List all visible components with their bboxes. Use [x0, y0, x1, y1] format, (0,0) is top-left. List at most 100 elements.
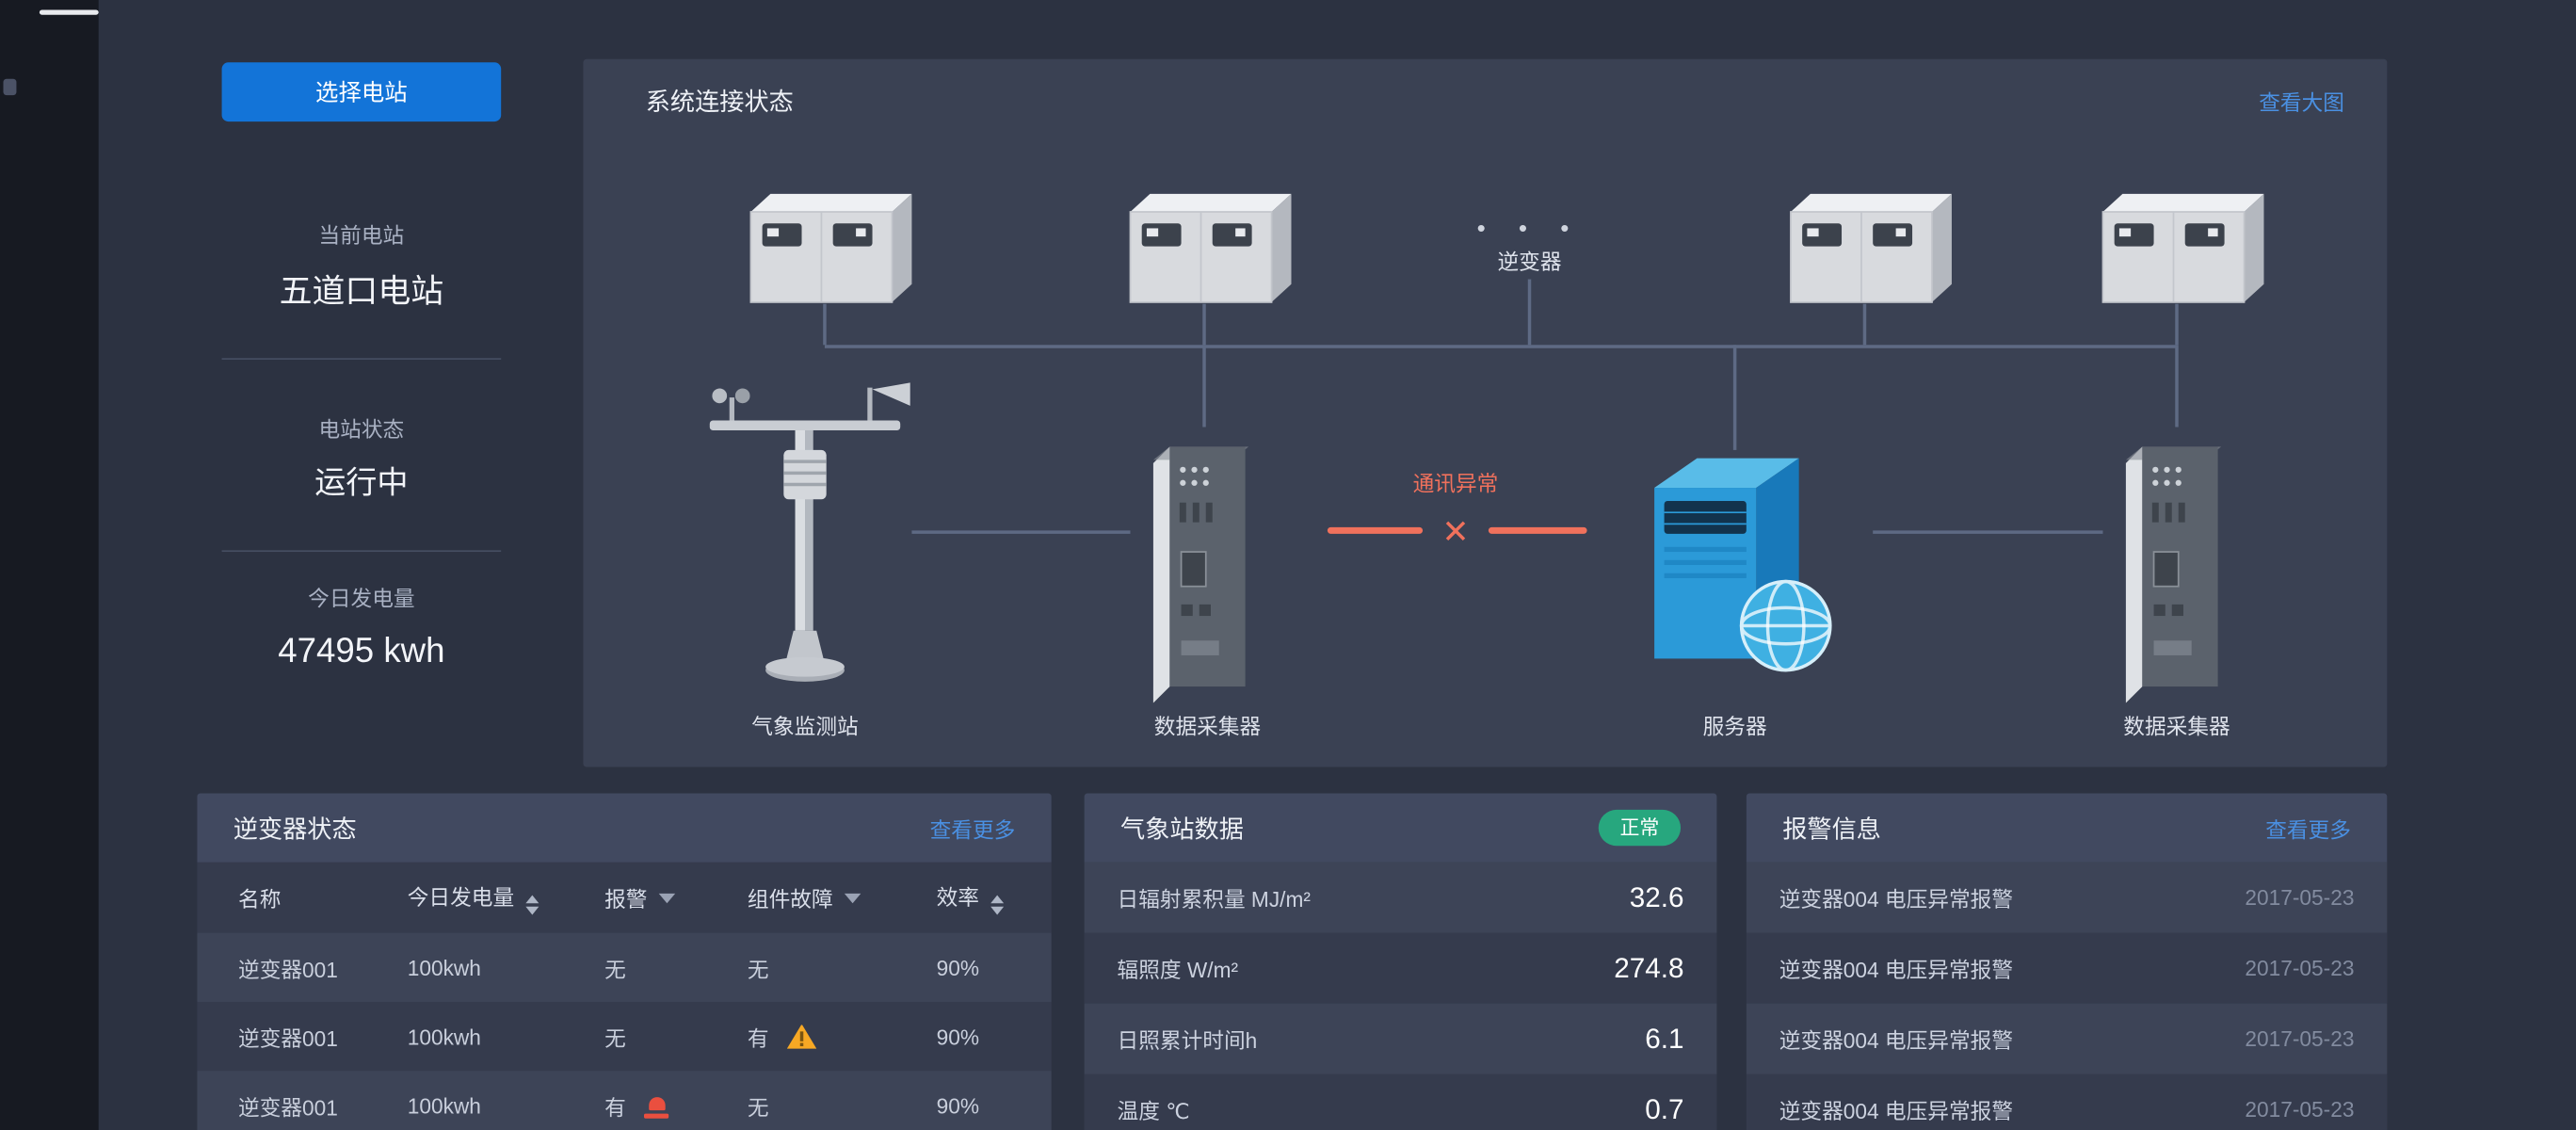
inverter-alarm: 无	[604, 956, 626, 982]
panel-header: 逆变器状态 查看更多	[197, 793, 1052, 863]
col-fault: 组件故障	[748, 882, 937, 913]
metric-label: 日照累计时间h	[1117, 1027, 1258, 1054]
alarm-message: 逆变器004 电压异常报警	[1779, 1098, 2014, 1124]
panel-title: 逆变器状态	[233, 815, 357, 844]
panel-header: 气象站数据 正常	[1084, 793, 1717, 863]
metric-value: 274.8	[1614, 951, 1684, 983]
inverter-name: 逆变器001	[238, 1094, 338, 1120]
alarm-date: 2017-05-23	[2245, 1097, 2355, 1122]
panel-title: 系统连接状态	[645, 89, 794, 117]
inverter-efficiency: 90%	[936, 1024, 980, 1049]
connector-line	[1527, 279, 1532, 346]
device-label-server: 服务器	[1702, 714, 1767, 739]
bus-line	[824, 345, 2177, 348]
data-collector-icon	[2125, 446, 2222, 703]
metric-label: 温度 ℃	[1117, 1098, 1190, 1124]
metric-label: 辐照度 W/m²	[1117, 957, 1239, 983]
table-header-row: 名称 今日发电量 报警 组件故障 效率	[197, 862, 1052, 933]
alarm-message: 逆变器004 电压异常报警	[1779, 886, 2014, 912]
daily-energy-label: 今日发电量	[308, 586, 415, 611]
alarm-info-panel: 报警信息 查看更多 逆变器004 电压异常报警 2017-05-23 逆变器00…	[1746, 793, 2388, 1130]
metric-label: 日辐射累积量 MJ/m²	[1117, 886, 1311, 912]
inverter-energy: 100kwh	[407, 1092, 481, 1118]
edge-rail	[0, 0, 99, 1130]
alarm-date: 2017-05-23	[2245, 956, 2355, 981]
warning-triangle-icon	[786, 1024, 817, 1049]
inverter-fault: 无	[747, 956, 769, 982]
connector-line	[1862, 303, 1867, 346]
list-item: 辐照度 W/m² 274.8	[1084, 932, 1717, 1004]
device-label-collector-right: 数据采集器	[2123, 714, 2230, 739]
alarm-row: 逆变器004 电压异常报警 2017-05-23	[1746, 1003, 2388, 1074]
connector-line	[823, 303, 827, 346]
weather-data-panel: 气象站数据 正常 日辐射累积量 MJ/m² 32.6 辐照度 W/m² 274.…	[1084, 793, 1717, 1130]
status-badge: 正常	[1598, 809, 1682, 847]
alarm-siren-icon	[644, 1095, 669, 1118]
metric-value: 0.7	[1645, 1092, 1684, 1124]
col-alarm: 报警	[604, 882, 748, 913]
inverter-fault: 有	[748, 1021, 937, 1052]
system-connection-panel: 系统连接状态 查看大图	[583, 58, 2388, 767]
inverter-alarm: 有	[604, 1090, 748, 1121]
combiner-box-icon	[1129, 193, 1292, 303]
inverter-energy: 100kwh	[407, 955, 481, 980]
alarm-row: 逆变器004 电压异常报警 2017-05-23	[1746, 1074, 2388, 1130]
inverter-fault: 无	[747, 1094, 769, 1120]
daily-energy-value: 47495 kwh	[278, 632, 445, 670]
divider	[221, 358, 502, 360]
filter-caret-icon[interactable]	[658, 893, 676, 904]
inverter-energy: 100kwh	[407, 1024, 481, 1049]
alarm-message: 逆变器004 电压异常报警	[1779, 1027, 2014, 1054]
panel-title: 报警信息	[1782, 815, 1881, 844]
select-station-button[interactable]: 选择电站	[221, 62, 502, 122]
connector-line	[911, 530, 1131, 534]
list-item: 温度 ℃ 0.7	[1084, 1074, 1717, 1130]
data-collector-icon	[1152, 446, 1249, 703]
rail-marker	[3, 78, 17, 96]
list-item: 日辐射累积量 MJ/m² 32.6	[1084, 862, 1717, 933]
connector-line	[1202, 345, 1206, 428]
metric-value: 32.6	[1629, 880, 1684, 912]
inverter-view-more-link[interactable]: 查看更多	[929, 816, 1016, 842]
metric-value: 6.1	[1645, 1022, 1684, 1054]
alarm-message: 逆变器004 电压异常报警	[1779, 957, 2014, 983]
error-x-icon: ✕	[1441, 514, 1470, 552]
station-status-label: 电站状态	[318, 417, 405, 443]
inverter-alarm: 无	[604, 1025, 626, 1051]
connector-line	[1202, 303, 1206, 346]
alarm-row: 逆变器004 电压异常报警 2017-05-23	[1746, 862, 2388, 933]
device-label-weather: 气象监测站	[751, 714, 859, 739]
combiner-box-icon	[2101, 193, 2264, 303]
device-label-collector-left: 数据采集器	[1153, 714, 1262, 739]
divider	[221, 550, 502, 553]
combiner-box-icon	[749, 193, 912, 303]
current-station-label: 当前电站	[318, 223, 405, 249]
view-large-diagram-link[interactable]: 查看大图	[2259, 89, 2344, 116]
weather-station-icon	[709, 382, 910, 682]
inverter-status-panel: 逆变器状态 查看更多 名称 今日发电量 报警 组件故障 效率 逆变器001 10…	[197, 793, 1052, 1130]
more-inverters-ellipsis: • • •	[1476, 215, 1583, 244]
connector-line	[2175, 345, 2179, 428]
inverter-efficiency: 90%	[936, 1092, 980, 1118]
inverter-name: 逆变器001	[238, 956, 338, 982]
col-efficiency: 效率	[937, 880, 1052, 915]
sort-icon[interactable]	[525, 895, 539, 915]
inverter-efficiency: 90%	[936, 955, 980, 980]
current-station-value: 五道口电站	[279, 274, 444, 311]
station-status-value: 运行中	[314, 466, 409, 501]
inverter-name: 逆变器001	[238, 1025, 338, 1051]
server-icon	[1654, 458, 1832, 672]
rail-highlight-bar	[39, 9, 99, 15]
error-dash	[1327, 526, 1424, 534]
error-dash	[1488, 526, 1587, 534]
sort-icon[interactable]	[990, 895, 1005, 915]
alarm-view-more-link[interactable]: 查看更多	[2265, 816, 2351, 842]
col-name: 名称	[238, 886, 282, 912]
filter-caret-icon[interactable]	[844, 893, 861, 904]
alarm-date: 2017-05-23	[2245, 885, 2355, 911]
connector-line	[2175, 303, 2179, 346]
connector-line	[1732, 345, 1737, 450]
panel-header: 报警信息 查看更多	[1746, 793, 2388, 863]
combiner-box-icon	[1790, 193, 1952, 303]
